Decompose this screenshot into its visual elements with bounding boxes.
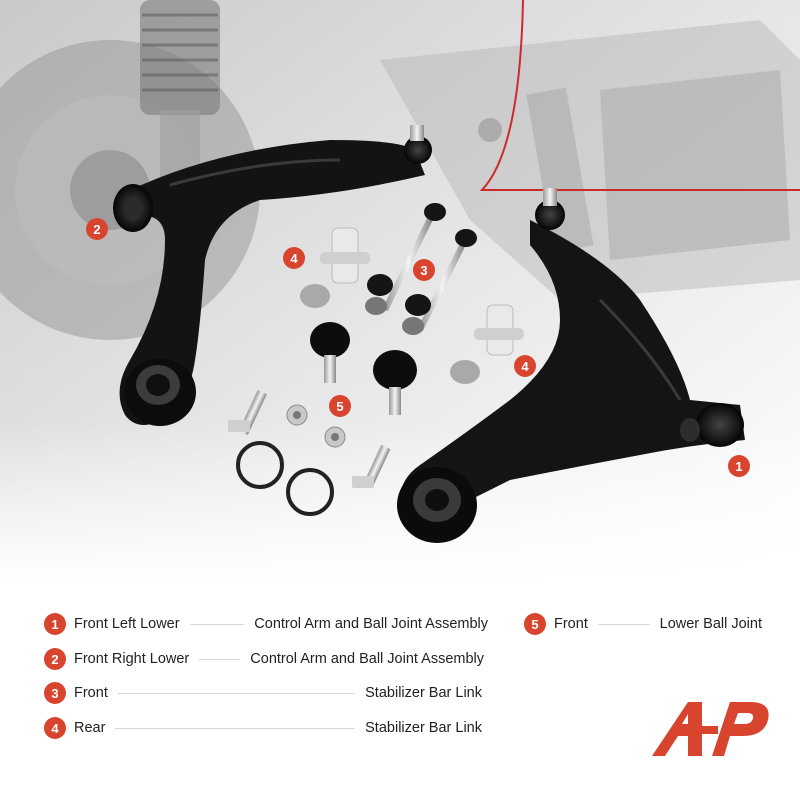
callout-badge-3: 3	[413, 259, 435, 281]
legend-part: Front Right Lower	[74, 651, 190, 667]
legend-description: Control Arm and Ball Joint Assembly	[254, 616, 488, 632]
legend-description: Control Arm and Ball Joint Assembly	[250, 651, 484, 667]
inset-frame-line	[479, 0, 800, 191]
legend-description: Lower Ball Joint	[659, 616, 762, 632]
legend-part: Rear	[74, 720, 106, 736]
legend-item-4: 4 Rear Stabilizer Bar Link	[44, 716, 482, 740]
photo-illustration	[0, 0, 800, 585]
callout-badge-5: 5	[329, 395, 351, 417]
callout-badge-2: 2	[86, 218, 108, 240]
strut-boot-background	[140, 0, 220, 115]
callout-badge-4: 4	[283, 247, 305, 269]
legend-number: 3	[44, 682, 66, 704]
legend-item-3: 3 Front Stabilizer Bar Link	[44, 681, 482, 705]
front-left-lower-control-arm	[397, 188, 745, 543]
legend-part: Front	[74, 685, 108, 701]
legend-part: Front Left Lower	[74, 616, 180, 632]
callout-badge-1: 1	[728, 455, 750, 477]
legend-number: 4	[44, 717, 66, 739]
legend-divider	[117, 692, 356, 694]
legend-divider	[115, 727, 356, 729]
front-stabilizer-bar-links	[365, 203, 477, 335]
lower-ball-joints	[310, 322, 417, 415]
legend-divider	[199, 658, 241, 660]
legend-divider	[189, 623, 245, 625]
callout-badge-4: 4	[514, 355, 536, 377]
rear-stabilizer-bar-links	[300, 227, 524, 384]
legend-number: 1	[44, 613, 66, 635]
front-right-lower-control-arm	[113, 125, 432, 426]
legend-item-5: 5 Front Lower Ball Joint	[524, 612, 762, 636]
legend-number: 5	[524, 613, 546, 635]
legend-number: 2	[44, 648, 66, 670]
legend-divider	[597, 623, 650, 625]
brand-logo	[652, 702, 769, 756]
legend-description: Stabilizer Bar Link	[365, 685, 482, 701]
hardware-kit	[228, 389, 391, 516]
legend-item-2: 2 Front Right Lower Control Arm and Ball…	[44, 647, 484, 671]
legend-part: Front	[554, 616, 588, 632]
legend-item-1: 1 Front Left Lower Control Arm and Ball …	[44, 612, 488, 636]
legend-description: Stabilizer Bar Link	[365, 720, 482, 736]
parts-legend: 1 Front Left Lower Control Arm and Ball …	[0, 600, 800, 800]
product-photo: 2 4 3 4 5 1	[0, 0, 800, 585]
